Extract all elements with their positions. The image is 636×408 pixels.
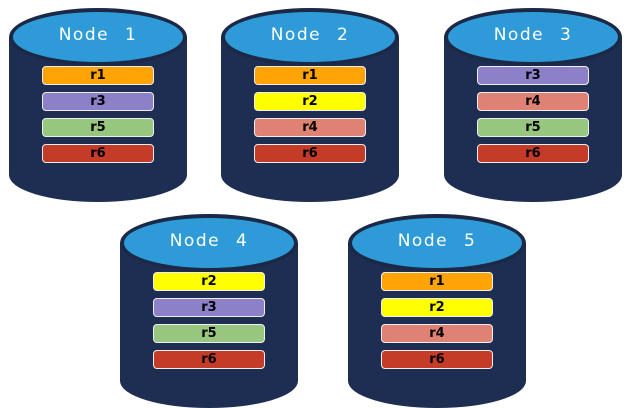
replica-bar: r6 [254, 144, 366, 163]
cylinder-top-ellipse [348, 214, 526, 272]
replica-bar: r1 [254, 66, 366, 85]
node-title: Node 5 [397, 231, 477, 251]
replica-bar: r4 [381, 324, 493, 343]
replica-bar: r4 [477, 92, 589, 111]
replica-bar: r3 [42, 92, 154, 111]
replica-bar-list: r1 r2 r4 r6 [254, 66, 366, 170]
replica-bar: r2 [254, 92, 366, 111]
cylinder-top-ellipse [120, 214, 298, 272]
cylinder-top-ellipse [444, 8, 622, 66]
node-cylinder: Node 4 r2 r3 r5 r6 [120, 214, 298, 408]
replica-bar-list: r3 r4 r5 r6 [477, 66, 589, 170]
replica-bar: r2 [381, 298, 493, 317]
replica-bar: r5 [477, 118, 589, 137]
node-title: Node 3 [493, 25, 573, 45]
node-cylinder: Node 3 r3 r4 r5 r6 [444, 8, 622, 202]
replica-bar-list: r2 r3 r5 r6 [153, 272, 265, 376]
cylinder-top-ellipse [9, 8, 187, 66]
replica-bar: r2 [153, 272, 265, 291]
node-cylinder: Node 5 r1 r2 r4 r6 [348, 214, 526, 408]
replica-bar-list: r1 r3 r5 r6 [42, 66, 154, 170]
replica-bar: r6 [153, 350, 265, 369]
replica-bar: r5 [42, 118, 154, 137]
replica-bar: r5 [153, 324, 265, 343]
replica-bar: r4 [254, 118, 366, 137]
node-cylinder: Node 1 r1 r3 r5 r6 [9, 8, 187, 202]
node-title: Node 2 [270, 25, 350, 45]
node-title: Node 4 [169, 231, 249, 251]
replica-bar: r3 [477, 66, 589, 85]
replica-bar: r6 [381, 350, 493, 369]
replica-bar: r1 [42, 66, 154, 85]
node-cylinder: Node 2 r1 r2 r4 r6 [221, 8, 399, 202]
replica-bar: r6 [477, 144, 589, 163]
replica-bar-list: r1 r2 r4 r6 [381, 272, 493, 376]
replica-bar: r3 [153, 298, 265, 317]
replica-bar: r1 [381, 272, 493, 291]
replica-bar: r6 [42, 144, 154, 163]
node-title: Node 1 [58, 25, 138, 45]
cylinder-top-ellipse [221, 8, 399, 66]
